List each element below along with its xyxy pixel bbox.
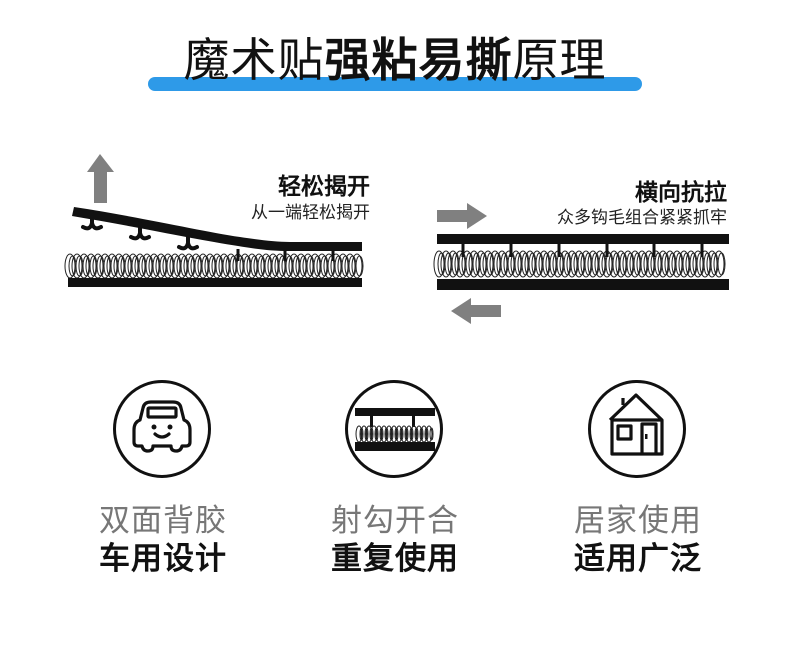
peel-title: 轻松揭开	[278, 174, 370, 200]
loop-fiber	[580, 250, 592, 278]
loop-fiber	[454, 250, 466, 278]
page-title: 魔术贴强粘易撕原理	[0, 32, 790, 88]
loop-fiber	[713, 250, 725, 278]
hook-post	[331, 249, 335, 261]
feature-icon-circle	[588, 380, 686, 478]
loop-fiber	[664, 250, 676, 278]
title-part-2: 强粘易撕	[324, 33, 513, 87]
loop-fiber	[608, 250, 620, 278]
feature-hook-loop-line1: 射勾开合	[331, 503, 459, 539]
loop-fiber	[615, 250, 627, 278]
loop-fiber	[475, 250, 487, 278]
base-strip	[68, 278, 362, 287]
loop-fiber	[503, 250, 515, 278]
loop-fiber	[433, 250, 445, 278]
loop-fiber	[629, 250, 641, 278]
title-part-3: 原理	[512, 33, 607, 87]
loop-fiber	[447, 250, 459, 278]
loop-fiber	[671, 250, 683, 278]
right-arrow-icon	[437, 203, 487, 229]
feature-house-line2: 适用广泛	[574, 541, 702, 577]
loop-fiber	[355, 255, 364, 277]
loop-fiber	[496, 250, 508, 278]
loop-fiber	[643, 250, 655, 278]
loop-fiber	[657, 250, 669, 278]
shear-title: 横向抗拉	[635, 180, 727, 206]
feature-house-line1: 居家使用	[574, 503, 702, 539]
header: 魔术贴强粘易撕原理	[0, 28, 790, 98]
loop-fiber	[685, 250, 697, 278]
loop-fiber	[517, 250, 529, 278]
feature-hook-loop-line2: 重复使用	[331, 541, 459, 577]
loop-fiber	[636, 250, 648, 278]
house-icon	[608, 393, 664, 456]
hook-post	[700, 243, 704, 257]
hook-post	[652, 243, 656, 257]
hook-fiber	[81, 211, 103, 231]
hook-layer	[81, 211, 335, 261]
up-arrow-icon	[87, 154, 114, 203]
hook-post	[605, 243, 609, 257]
loop-layer	[64, 253, 364, 279]
loop-fiber	[559, 250, 571, 278]
loop-layer	[433, 250, 726, 278]
feature-car-line2: 车用设计	[99, 541, 227, 577]
loop-fiber	[351, 253, 363, 279]
peel-subtitle: 从一端轻松揭开	[251, 203, 370, 223]
title-part-1: 魔术贴	[183, 33, 325, 87]
loop-fiber	[429, 427, 434, 441]
shear-panel: 横向抗拉 众多钩毛组合紧紧抓牢	[425, 165, 735, 325]
hook-strip	[437, 234, 729, 244]
hook-post	[283, 249, 287, 261]
hook-layer	[461, 243, 704, 257]
loop-fiber	[622, 250, 634, 278]
peel-panel: 轻松揭开 从一端轻松揭开	[60, 145, 370, 295]
feature-car: 双面背胶 车用设计	[63, 375, 263, 577]
feature-icon-circle	[345, 380, 443, 478]
shear-subtitle: 众多钩毛组合紧紧抓牢	[557, 208, 727, 228]
hook-fiber	[129, 221, 151, 241]
loop-fiber	[545, 250, 557, 278]
loop-fiber	[650, 250, 662, 278]
car-icon	[132, 400, 192, 453]
hook-fiber	[177, 231, 199, 251]
loop-fiber	[587, 250, 599, 278]
title-underline-bar	[148, 77, 642, 91]
loop-fiber	[699, 250, 711, 278]
loop-fiber	[717, 252, 726, 276]
loop-fiber	[468, 250, 480, 278]
hook-post	[236, 249, 240, 261]
loop-fiber	[706, 250, 718, 278]
feature-hook-loop: 射勾开合 重复使用	[295, 375, 495, 577]
loop-fiber	[594, 250, 606, 278]
base-strip	[437, 279, 729, 290]
loop-fiber	[510, 250, 522, 278]
feature-house: 居家使用 适用广泛	[538, 375, 738, 577]
loop-fiber	[489, 250, 501, 278]
feature-icon-circle	[113, 380, 211, 478]
loop-fiber	[531, 250, 543, 278]
left-arrow-icon	[451, 298, 501, 324]
feature-car-line1: 双面背胶	[99, 503, 227, 539]
loop-fiber	[461, 250, 473, 278]
hook-loop-icon	[355, 408, 435, 451]
peel-diagram	[64, 154, 364, 287]
hook-post	[557, 243, 561, 257]
loop-fiber	[573, 250, 585, 278]
loop-fiber	[440, 250, 452, 278]
hook-post	[461, 243, 465, 257]
hook-post	[509, 243, 513, 257]
loop-fiber	[482, 250, 494, 278]
loop-fiber	[566, 250, 578, 278]
loop-fiber	[692, 250, 704, 278]
shear-diagram	[433, 203, 729, 324]
hook-strip	[72, 207, 362, 251]
loop-fiber	[524, 250, 536, 278]
loop-fiber	[538, 250, 550, 278]
loop-fiber	[678, 250, 690, 278]
